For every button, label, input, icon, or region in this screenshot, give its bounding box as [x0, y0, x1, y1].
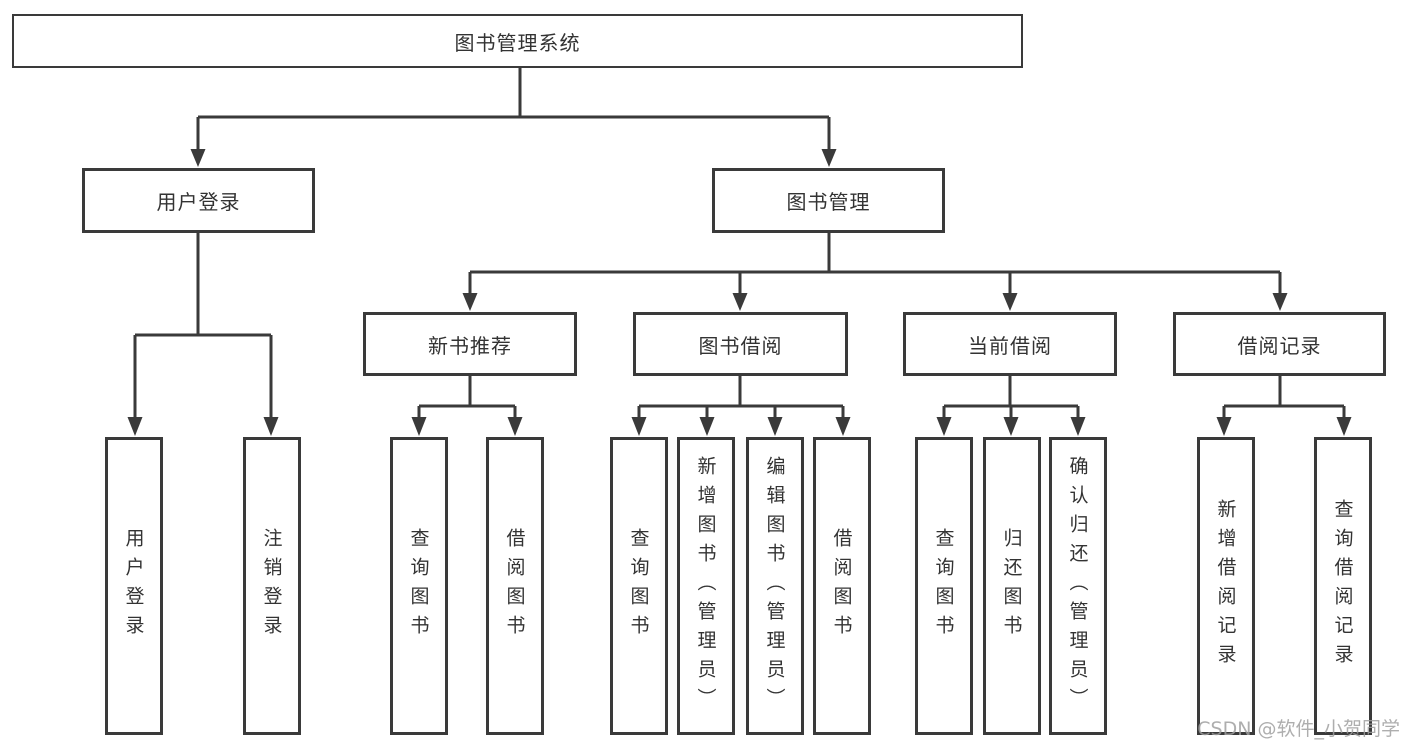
leaf-borrow-books: 借阅图书 — [813, 437, 871, 735]
leaf-logout: 注销登录 — [243, 437, 301, 735]
leaf-add-book-admin: 新增图书（管理员） — [677, 437, 735, 735]
node-book-borrowing: 图书借阅 — [633, 312, 848, 376]
leaf-return-book: 归还图书 — [983, 437, 1041, 735]
node-library-management-system: 图书管理系统 — [12, 14, 1023, 68]
watermark: CSDN @软件_小贺同学 — [1197, 718, 1400, 740]
leaf-query-books-borrowing: 查询图书 — [610, 437, 668, 735]
leaf-query-books-current: 查询图书 — [915, 437, 973, 735]
node-user-login: 用户登录 — [82, 168, 315, 233]
node-new-book-recommendation: 新书推荐 — [363, 312, 577, 376]
leaf-add-borrow-record: 新增借阅记录 — [1197, 437, 1255, 735]
leaf-query-books-recommendation: 查询图书 — [390, 437, 448, 735]
node-current-borrowing: 当前借阅 — [903, 312, 1117, 376]
leaf-query-borrow-record: 查询借阅记录 — [1314, 437, 1372, 735]
leaf-user-login: 用户登录 — [105, 437, 163, 735]
leaf-borrow-books-recommendation: 借阅图书 — [486, 437, 544, 735]
node-book-management: 图书管理 — [712, 168, 945, 233]
leaf-confirm-return-admin: 确认归还（管理员） — [1049, 437, 1107, 735]
leaf-edit-book-admin: 编辑图书（管理员） — [746, 437, 804, 735]
node-borrowing-records: 借阅记录 — [1173, 312, 1386, 376]
